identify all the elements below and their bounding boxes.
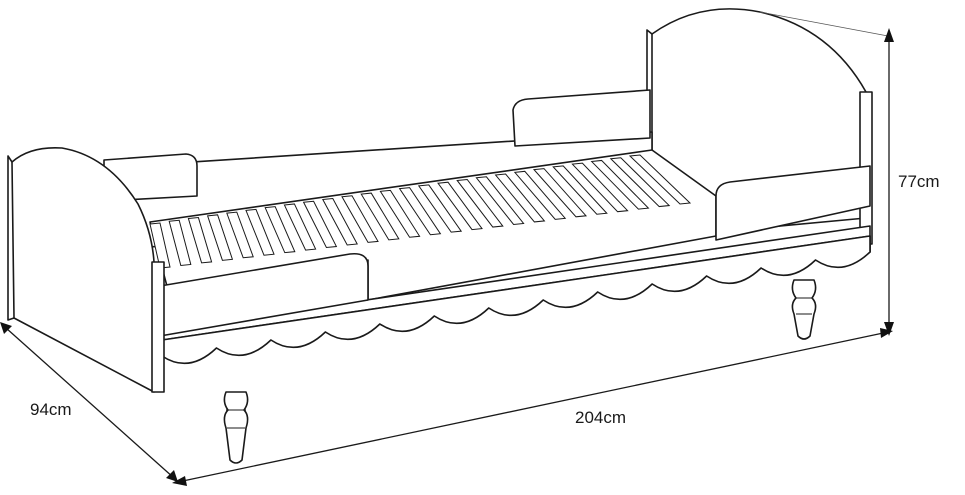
height-label: 77cm <box>898 172 940 191</box>
slat <box>475 176 525 226</box>
slats <box>149 154 692 269</box>
length-label: 204cm <box>575 408 627 427</box>
length-dimension <box>172 328 893 486</box>
slat <box>609 157 671 208</box>
slat <box>149 222 171 269</box>
slat <box>187 217 213 264</box>
slat <box>264 206 296 254</box>
depth-dimension <box>0 322 178 482</box>
slat <box>494 173 546 223</box>
slat <box>590 159 650 210</box>
slat <box>168 219 192 266</box>
slat <box>322 197 358 246</box>
leg-back-right <box>791 279 817 340</box>
slat <box>398 187 442 236</box>
slat <box>245 208 275 256</box>
slat <box>437 181 483 231</box>
slat <box>532 168 588 218</box>
slat <box>206 214 234 261</box>
slat <box>571 162 629 213</box>
slat <box>628 154 692 205</box>
slat <box>456 178 504 228</box>
slat <box>417 184 463 233</box>
front-guard-rail-right <box>715 165 871 241</box>
slat <box>360 192 400 241</box>
height-dimension <box>759 11 894 336</box>
slat <box>341 195 379 243</box>
slat <box>302 200 338 249</box>
slat <box>226 211 254 259</box>
front-guard-rail-left <box>159 252 369 337</box>
leg-front-left <box>223 391 249 464</box>
slat <box>513 170 567 220</box>
scalloped-skirt-front <box>161 235 871 365</box>
slat <box>283 203 317 251</box>
front-footboard <box>7 146 165 393</box>
slat <box>379 189 421 238</box>
slat <box>552 165 608 215</box>
slatted-base <box>149 149 717 301</box>
depth-label: 94cm <box>30 400 72 419</box>
